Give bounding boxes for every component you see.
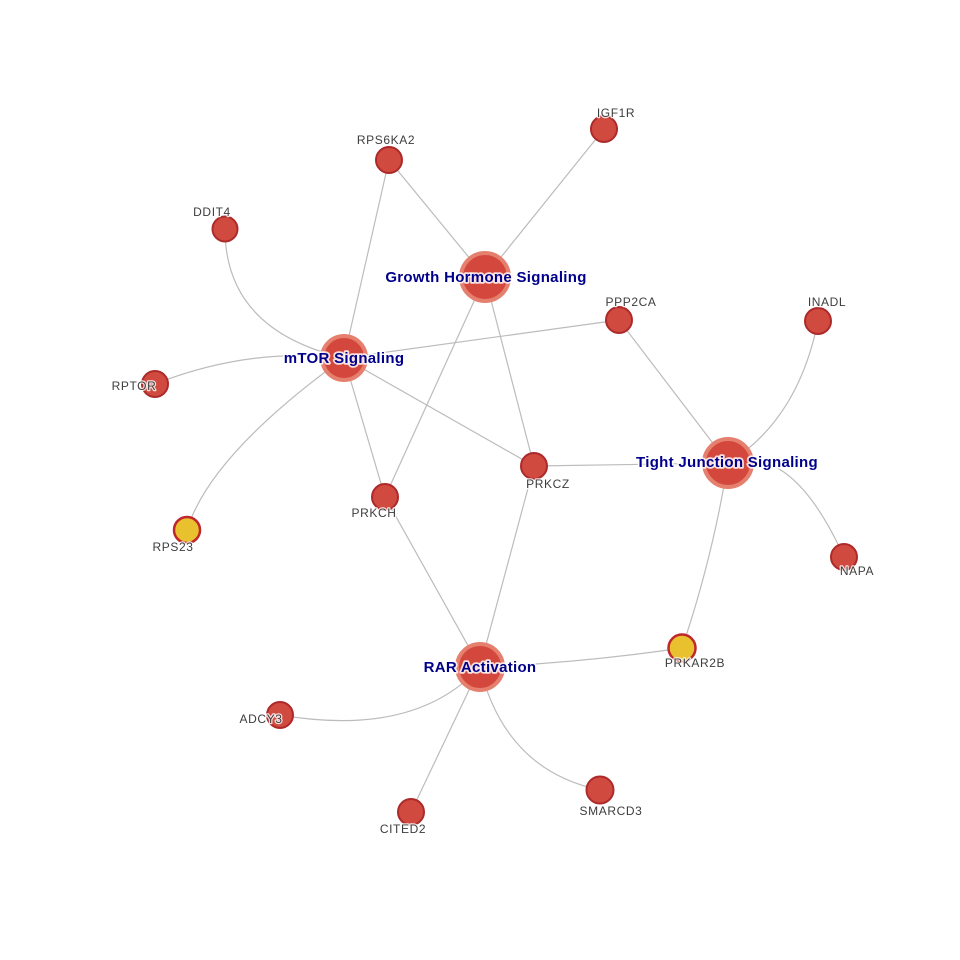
- edge-igf1r-gh: [484, 128, 605, 278]
- node-tj[interactable]: [702, 437, 754, 489]
- edge-rar-cited2: [410, 666, 481, 813]
- node-gh[interactable]: [459, 251, 511, 303]
- node-prkcz[interactable]: [520, 452, 548, 480]
- edge-mtor-ppp2ca: [343, 319, 620, 359]
- edge-mtor-prkcz: [343, 357, 535, 467]
- edge-rar-prkcz: [479, 465, 535, 668]
- node-label-adcy3: ADCY3: [239, 712, 282, 726]
- edge-ddit4-mtor: [224, 228, 345, 359]
- edge-gh-prkcz: [484, 276, 535, 467]
- node-label-gh: Growth Hormone Signaling: [385, 269, 586, 286]
- node-inadl[interactable]: [804, 307, 832, 335]
- node-prkar2b[interactable]: [667, 633, 697, 663]
- edge-mtor-prkch: [343, 357, 386, 498]
- edge-rar-smarcd3: [479, 666, 601, 791]
- edge-rar-prkch: [384, 496, 481, 668]
- node-label-smarcd3: SMARCD3: [580, 804, 643, 818]
- node-rar[interactable]: [455, 642, 505, 692]
- edge-tj-prkcz: [533, 462, 729, 467]
- node-label-ddit4: DDIT4: [193, 205, 231, 219]
- node-ddit4[interactable]: [211, 215, 239, 243]
- node-rps6ka2[interactable]: [375, 146, 403, 174]
- edge-rps6ka2-mtor: [343, 159, 390, 359]
- node-label-cited2: CITED2: [380, 822, 426, 836]
- node-adcy3[interactable]: [266, 701, 294, 729]
- node-igf1r[interactable]: [590, 115, 618, 143]
- node-label-napa: NAPA: [840, 564, 874, 578]
- edge-gh-prkch: [384, 276, 486, 498]
- node-rps23[interactable]: [172, 515, 202, 545]
- edges-layer: [154, 128, 845, 813]
- node-label-rps23: RPS23: [152, 540, 193, 554]
- node-label-inadl: INADL: [808, 295, 846, 309]
- node-label-prkcz: PRKCZ: [526, 477, 570, 491]
- edge-tj-prkar2b: [681, 462, 729, 649]
- node-cited2[interactable]: [397, 798, 425, 826]
- node-rptor[interactable]: [141, 370, 169, 398]
- edge-ppp2ca-tj: [618, 319, 729, 464]
- node-label-tj: Tight Junction Signaling: [636, 454, 818, 471]
- nodes-layer: [141, 115, 858, 826]
- node-smarcd3[interactable]: [585, 775, 615, 805]
- node-label-mtor: mTOR Signaling: [284, 350, 405, 367]
- node-label-prkar2b: PRKAR2B: [665, 656, 725, 670]
- edge-rps23-mtor: [186, 357, 345, 531]
- node-label-rps6ka2: RPS6KA2: [357, 133, 415, 147]
- node-label-ppp2ca: PPP2CA: [606, 295, 657, 309]
- node-label-rar: RAR Activation: [424, 659, 537, 676]
- node-napa[interactable]: [830, 543, 858, 571]
- node-label-prkch: PRKCH: [351, 506, 396, 520]
- node-label-igf1r: IGF1R: [597, 106, 635, 120]
- labels-layer: Growth Hormone Signaling mTOR SignalingTi…: [110, 105, 874, 838]
- node-prkch[interactable]: [371, 483, 399, 511]
- node-label-rptor: RPTOR: [112, 379, 157, 393]
- node-mtor[interactable]: [320, 334, 368, 382]
- node-ppp2ca[interactable]: [605, 306, 633, 334]
